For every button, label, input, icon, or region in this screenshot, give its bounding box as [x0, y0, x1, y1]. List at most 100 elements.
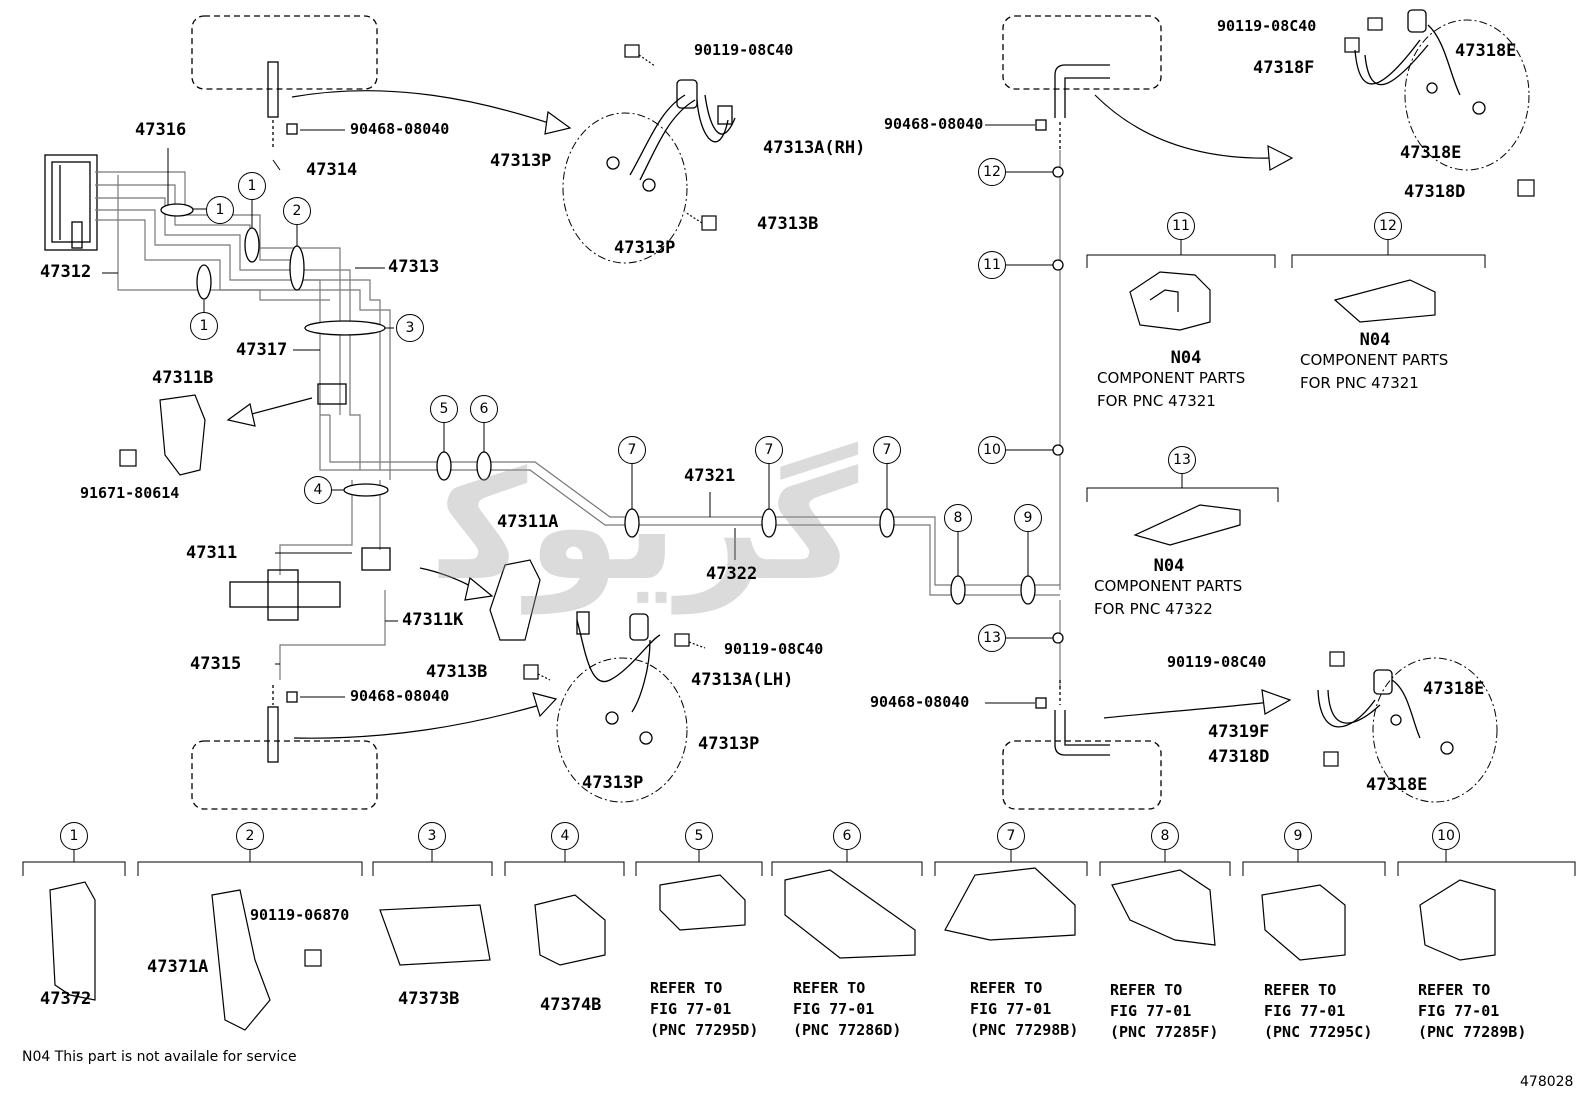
part-label[interactable]: 47322 — [706, 564, 758, 584]
part-label[interactable]: 47315 — [190, 654, 242, 674]
detail-outlines — [556, 19, 1530, 803]
reference-5[interactable]: REFER TO FIG 77-01 (PNC 77295D) — [650, 978, 758, 1041]
callout-6: 6 — [833, 822, 861, 850]
callout-8: 8 — [1151, 822, 1179, 850]
part-label[interactable]: 47371A — [147, 957, 209, 977]
part-label[interactable]: 90468-08040 — [870, 693, 970, 711]
callout-2: 2 — [283, 197, 311, 225]
component-caption: FOR PNC 47322 — [1094, 600, 1213, 618]
part-label[interactable]: 47311K — [402, 610, 464, 630]
callout-1: 1 — [238, 172, 266, 200]
part-label[interactable]: 47313A(RH) — [763, 138, 866, 158]
brake-hose-icon — [576, 9, 1486, 755]
part-label[interactable]: 47372 — [40, 989, 92, 1009]
flow-arrow — [226, 90, 1294, 739]
part-label[interactable]: 91671-80614 — [80, 484, 180, 502]
reference-line: (PNC 77298B) — [970, 1021, 1079, 1039]
callout-12: 12 — [978, 158, 1006, 186]
part-label[interactable]: 47318E — [1423, 679, 1485, 699]
part-label[interactable]: 47313P — [490, 151, 552, 171]
group-brackets — [22, 240, 1576, 876]
part-label[interactable]: 90119-06870 — [250, 906, 350, 924]
callout-4: 4 — [304, 476, 332, 504]
callout-3: 3 — [396, 314, 424, 342]
wheel-lines — [267, 61, 1110, 763]
part-label[interactable]: 47312 — [40, 262, 92, 282]
part-label[interactable]: 47373B — [398, 989, 460, 1009]
component-code: N04 — [1359, 330, 1391, 350]
component-group-11: N04 COMPONENT PARTS FOR PNC 47321 — [1097, 350, 1275, 413]
part-label[interactable]: 47318F — [1253, 58, 1315, 78]
reference-line: REFER TO — [1264, 981, 1337, 999]
part-label[interactable]: 47319F — [1208, 722, 1270, 742]
part-label[interactable]: 90468-08040 — [350, 120, 450, 138]
callout-12: 12 — [1374, 212, 1402, 240]
part-label[interactable]: 47321 — [684, 466, 736, 486]
callout-7: 7 — [997, 822, 1025, 850]
component-caption: COMPONENT PARTS — [1097, 369, 1246, 387]
reference-10[interactable]: REFER TO FIG 77-01 (PNC 77289B) — [1418, 980, 1526, 1043]
part-label[interactable]: 47318D — [1404, 182, 1466, 202]
reference-line: (PNC 77286D) — [793, 1021, 902, 1039]
reference-line: FIG 77-01 — [1264, 1002, 1346, 1020]
part-label[interactable]: 90468-08040 — [350, 687, 450, 705]
part-label[interactable]: 47316 — [135, 120, 187, 140]
master-cylinder-icon — [44, 154, 98, 251]
part-label[interactable]: 47313P — [614, 238, 676, 258]
callout-1: 1 — [60, 822, 88, 850]
callout-11: 11 — [1167, 212, 1195, 240]
part-label[interactable]: 47313B — [426, 662, 488, 682]
callout-7: 7 — [873, 436, 901, 464]
component-code: N04 — [1170, 348, 1202, 368]
part-label[interactable]: 47318E — [1366, 775, 1428, 795]
part-label[interactable]: 47318E — [1455, 41, 1517, 61]
reference-line: REFER TO — [650, 979, 723, 997]
callout-6: 6 — [470, 395, 498, 423]
component-caption: COMPONENT PARTS — [1094, 577, 1243, 595]
reference-8[interactable]: REFER TO FIG 77-01 (PNC 77285F) — [1110, 980, 1218, 1043]
connector-icons — [229, 383, 391, 621]
reference-line: FIG 77-01 — [1418, 1002, 1500, 1020]
reference-line: REFER TO — [970, 979, 1043, 997]
callout-5: 5 — [685, 822, 713, 850]
part-label[interactable]: 47318D — [1208, 747, 1270, 767]
callout-1: 1 — [190, 312, 218, 340]
part-label[interactable]: 90119-08C40 — [1167, 653, 1267, 671]
reference-line: (PNC 77285F) — [1110, 1023, 1219, 1041]
part-label[interactable]: 47313A(LH) — [691, 670, 794, 690]
part-label[interactable]: 47311A — [497, 512, 559, 532]
bolt-icon — [119, 17, 1535, 967]
reference-7[interactable]: REFER TO FIG 77-01 (PNC 77298B) — [970, 978, 1078, 1041]
callout-8: 8 — [944, 504, 972, 532]
callout-9: 9 — [1284, 822, 1312, 850]
reference-line: REFER TO — [793, 979, 866, 997]
component-caption: COMPONENT PARTS — [1300, 351, 1449, 369]
component-code: N04 — [1153, 556, 1185, 576]
part-label[interactable]: 47318E — [1400, 143, 1462, 163]
callout-13: 13 — [978, 624, 1006, 652]
callout-5: 5 — [430, 395, 458, 423]
part-label[interactable]: 47313B — [757, 214, 819, 234]
callout-10: 10 — [1432, 822, 1460, 850]
component-group-13: N04 COMPONENT PARTS FOR PNC 47322 — [1094, 558, 1274, 621]
part-label[interactable]: 47313P — [698, 734, 760, 754]
reference-9[interactable]: REFER TO FIG 77-01 (PNC 77295C) — [1264, 980, 1372, 1043]
part-label[interactable]: 47311 — [186, 543, 238, 563]
reference-line: FIG 77-01 — [970, 1000, 1052, 1018]
callout-10: 10 — [978, 436, 1006, 464]
part-label[interactable]: 47317 — [236, 340, 288, 360]
part-label[interactable]: 90119-08C40 — [1217, 17, 1317, 35]
reference-6[interactable]: REFER TO FIG 77-01 (PNC 77286D) — [793, 978, 901, 1041]
part-label[interactable]: 47313 — [388, 257, 440, 277]
part-label[interactable]: 90119-08C40 — [694, 41, 794, 59]
part-label[interactable]: 47313P — [582, 773, 644, 793]
figure-number: 478028 — [1520, 1074, 1574, 1090]
part-label[interactable]: 90119-08C40 — [724, 640, 824, 658]
part-label[interactable]: 47311B — [152, 368, 214, 388]
part-label[interactable]: 90468-08040 — [884, 115, 984, 133]
part-label[interactable]: 47314 — [306, 160, 358, 180]
part-label[interactable]: 47374B — [540, 995, 602, 1015]
callout-9: 9 — [1014, 504, 1042, 532]
